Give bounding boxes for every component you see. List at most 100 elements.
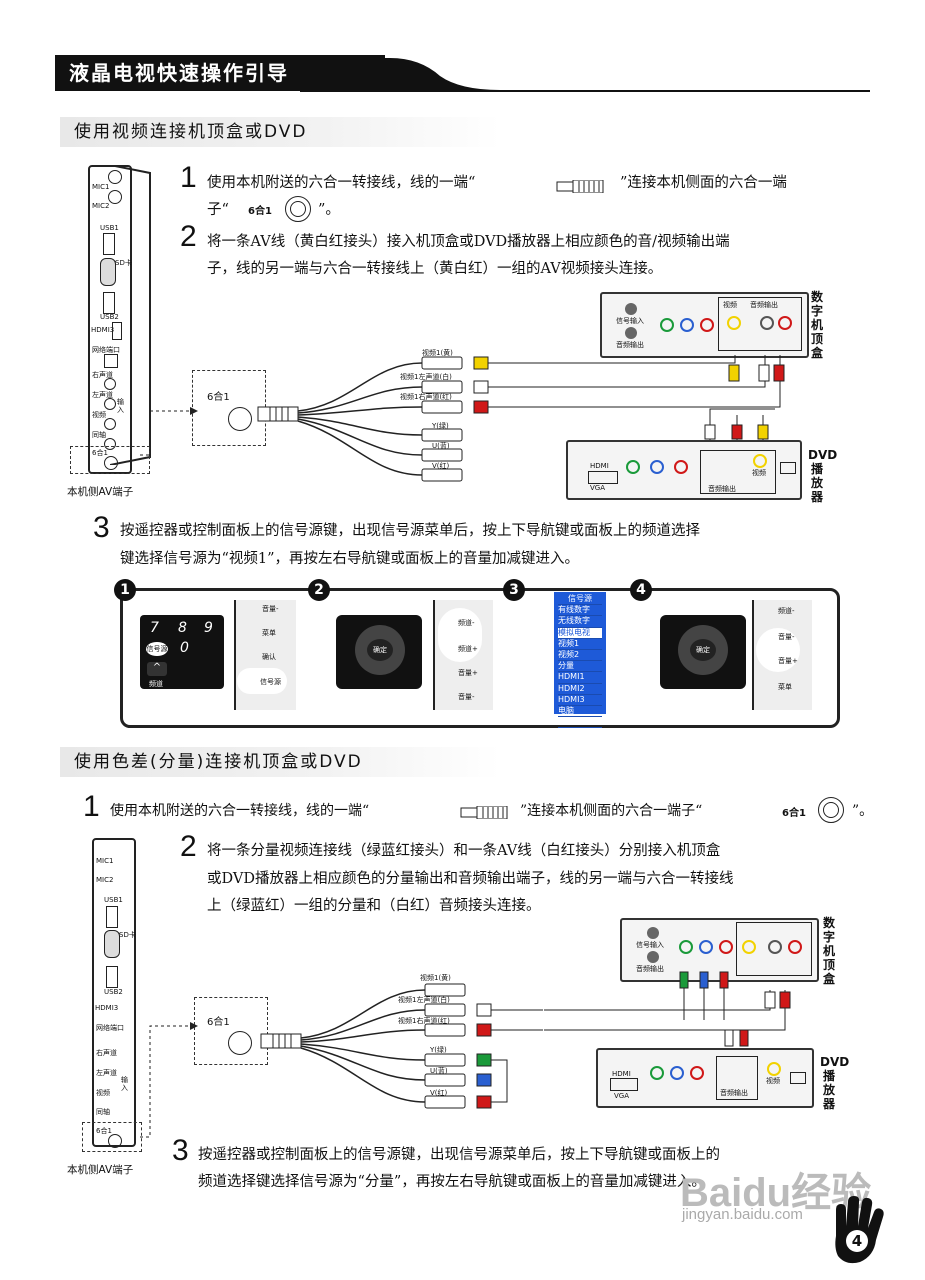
source-menu-item[interactable]: 酷开 — [558, 717, 602, 729]
six-in-one-connector-icon — [285, 196, 311, 222]
side-key-c-2: 音量- — [778, 633, 795, 641]
remote-key-9: 9 — [204, 620, 213, 636]
s2-adapter-label: 6合1 — [207, 1017, 230, 1028]
s2-adapter-dashed-arrow — [140, 1022, 198, 1138]
cable-label-left-white: 视频1左声道(白) — [400, 373, 452, 381]
s2-step2-number: 2 — [180, 830, 197, 863]
source-menu-item[interactable]: 有线数字 — [558, 605, 602, 617]
s2-port-label-video: 视频 — [96, 1089, 110, 1097]
remote-key-0: 0 — [180, 640, 189, 656]
s2-step2-line3: 上（绿蓝红）一组的分量和（白红）音频接头连接。 — [207, 898, 541, 914]
stb1-rf-out-jack-icon — [625, 327, 637, 339]
source-menu-item[interactable]: 无线数字 — [558, 616, 602, 628]
port-label-video: 视频 — [92, 411, 106, 419]
s2-cable-label-u-blue: U(蓝) — [430, 1067, 448, 1075]
side-key-c-1: 频道- — [778, 607, 795, 615]
baidu-watermark-url: jingyan.baidu.com — [682, 1206, 803, 1223]
port-label-input: 输入 — [117, 398, 124, 414]
stb2-pr-jack-icon — [719, 940, 733, 954]
stb2-rf-in-jack-icon — [647, 927, 659, 939]
cable-label-v-red: V(红) — [432, 462, 450, 470]
step2-line1: 将一条AV线（黄白红接头）接入机顶盒或DVD播放器上相应颜色的音/视频输出端 — [207, 234, 730, 250]
stb1-audio-l-jack-icon — [760, 316, 774, 330]
port-label-coaxial: 同轴 — [92, 431, 106, 439]
dvd2-audio-group — [716, 1056, 758, 1100]
remote-key-7: 7 — [150, 620, 159, 636]
source-menu-item[interactable]: 视频2 — [558, 650, 602, 662]
step2-line2: 子，线的另一端与六合一转接线上（黄白红）一组的AV视频接头连接。 — [207, 261, 663, 277]
cable-label-right-red: 视频1右声道(红) — [400, 393, 452, 401]
dvd1-video-jack-icon — [753, 454, 767, 468]
six-in-one-jack-icon — [104, 456, 118, 470]
s2-usb1-port-icon — [106, 906, 118, 928]
dvd1-vga-label: VGA — [590, 484, 606, 492]
s2-step2-line2: 或DVD播放器上相应颜色的分量输出和音频输出端子，线的另一端与六合一转接线 — [207, 871, 734, 887]
s2-cable-label-left-white: 视频1左声道(白) — [398, 996, 450, 1004]
stb1-y-jack-icon — [660, 318, 674, 332]
remote-key-channel-label: 频道 — [149, 680, 163, 688]
s2-adapter-box — [194, 997, 268, 1065]
dvd1-vga-port-icon — [588, 471, 618, 484]
dvd2-audio-out-label: 音频输出 — [720, 1089, 748, 1097]
mic2-jack-icon — [108, 190, 122, 204]
s2-port-label-left-audio: 左声道 — [96, 1069, 117, 1077]
side-key-b-highlight — [438, 608, 482, 662]
step1-number: 1 — [180, 161, 197, 194]
stb2-y-jack-icon — [679, 940, 693, 954]
network-port-icon — [104, 354, 118, 368]
source-menu-item[interactable]: HDMI2 — [558, 684, 602, 695]
step1-text-c: 子“ — [207, 202, 229, 218]
adapter-plug-icon — [556, 178, 606, 194]
coaxial-jack-icon — [104, 438, 116, 450]
hdmi3-port-icon — [112, 322, 122, 340]
s2-port-label-mic1: MIC1 — [96, 857, 114, 865]
s2-cable-label-video-yellow: 视频1(黄) — [420, 974, 451, 982]
s2-six-in-one-jack-icon — [108, 1134, 122, 1148]
s2-step1-number: 1 — [83, 790, 100, 823]
op-step-4-badge: 4 — [630, 579, 652, 601]
s2-step3-number: 3 — [172, 1134, 189, 1167]
side-key-c-highlight — [756, 628, 800, 672]
s2-adapter-connector-icon — [228, 1031, 252, 1055]
s2-step1-text-b: ”连接本机侧面的六合一端子“ — [520, 803, 703, 819]
six-in-one-highlight-box — [70, 446, 150, 474]
stb1-pr-jack-icon — [700, 318, 714, 332]
stb2-audio-l-jack-icon — [768, 940, 782, 954]
source-menu-item[interactable]: HDMI3 — [558, 695, 602, 707]
source-menu-item[interactable]: 电脑 — [558, 706, 602, 718]
source-menu-item[interactable]: 分量 — [558, 661, 602, 673]
s2-port-label-sd: SD卡 — [119, 931, 136, 939]
dvd1-audio-out-label: 音频输出 — [708, 485, 736, 493]
s2-step1-6in1-label: 6合1 — [782, 808, 806, 819]
dvd2-device-label: DVD播放器 — [820, 1055, 850, 1111]
port-label-hdmi3: HDMI3 — [91, 326, 115, 334]
step3-number: 3 — [93, 511, 110, 544]
stb2-signal-in-label: 信号输入 — [636, 941, 664, 949]
port-label-right-audio: 右声道 — [92, 371, 113, 379]
six-in-one-cable-diagram — [257, 356, 517, 482]
side-panel-caption: 本机侧AV端子 — [67, 486, 134, 498]
stb2-av-output-group — [736, 922, 812, 976]
s2-step1-text-e: ”。 — [852, 803, 874, 819]
stb2-pb-jack-icon — [699, 940, 713, 954]
source-menu-item[interactable]: HDMI1 — [558, 672, 602, 684]
s2-port-label-6in1: 6合1 — [96, 1127, 112, 1135]
sd-card-slot-icon — [100, 258, 116, 286]
dvd2-pb-jack-icon — [670, 1066, 684, 1080]
dvd2-video-jack-icon — [767, 1062, 781, 1076]
port-label-network: 网络端口 — [92, 346, 120, 354]
dvd1-pr-jack-icon — [674, 460, 688, 474]
side-key-a-highlight — [237, 668, 287, 694]
stb1-rf-in-jack-icon — [625, 303, 637, 315]
av-cable-to-stb-and-dvd — [515, 355, 785, 445]
dvd2-hdmi-label: HDMI — [612, 1070, 631, 1078]
side-key-a-4: 信号源 — [260, 678, 281, 686]
stb1-av-output-group — [718, 297, 802, 351]
s2-component-cables-to-devices — [544, 971, 791, 1047]
step3-line1: 按遥控器或控制面板上的信号源键，出现信号源菜单后，按上下导航键或面板上的频道选择 — [120, 523, 700, 539]
source-menu-item[interactable]: 模拟电视 — [558, 627, 602, 639]
s2-adapter-plug-icon — [460, 804, 510, 820]
source-menu-item[interactable]: 视频1 — [558, 639, 602, 651]
side-key-b-3: 音量+ — [458, 669, 478, 677]
port-label-left-audio: 左声道 — [92, 391, 113, 399]
